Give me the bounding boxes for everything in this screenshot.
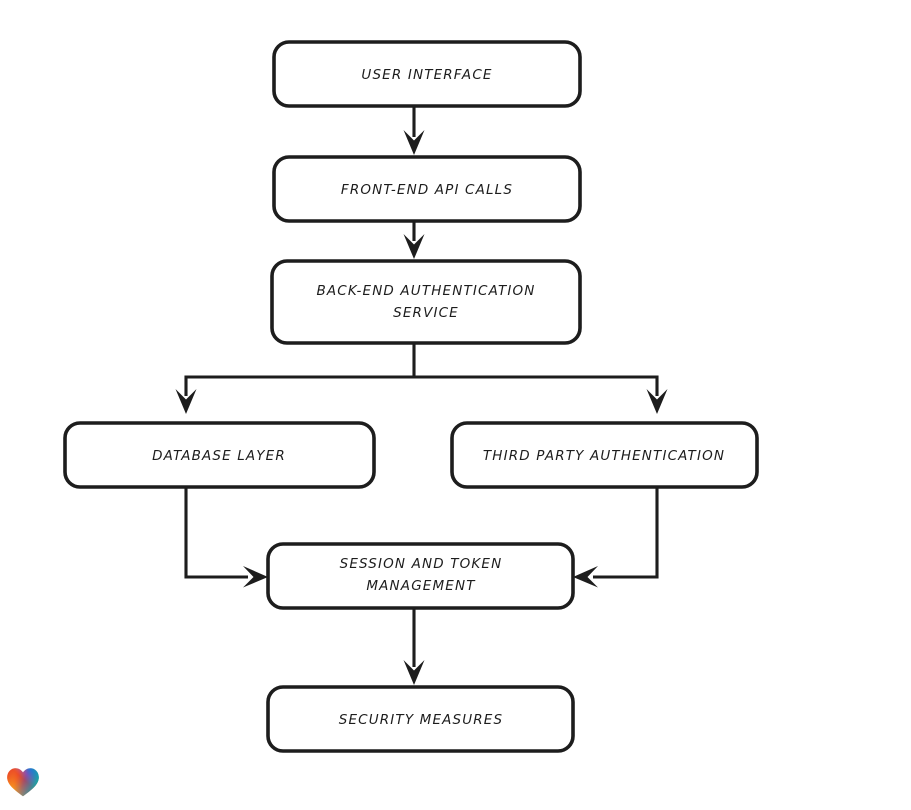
node-back-end-authentication-service[interactable]: BACK-END AUTHENTICATION SERVICE	[270, 259, 582, 345]
node-third-party-authentication[interactable]: THIRD PARTY AUTHENTICATION	[450, 421, 759, 489]
node-label-third-party-authentication: THIRD PARTY AUTHENTICATION	[483, 448, 725, 464]
node-box-front-end-api-calls[interactable]	[272, 155, 582, 223]
node-box-security-measures[interactable]	[266, 685, 575, 753]
node-label-database-layer: DATABASE LAYER	[152, 448, 286, 464]
node-label-session-and-token-management-line1: SESSION AND TOKEN	[340, 556, 503, 572]
edge-ui-to-api	[403, 106, 425, 155]
node-label-back-end-authentication-service-line1: BACK-END AUTHENTICATION	[316, 283, 535, 299]
edge-session-to-security	[403, 608, 425, 685]
node-box-database-layer[interactable]	[63, 421, 376, 489]
edge-api-to-backend	[403, 221, 425, 259]
heart-icon	[7, 768, 39, 797]
edge-database-to-session	[184, 487, 268, 588]
edge-thirdparty-to-session	[573, 487, 659, 588]
node-database-layer[interactable]: DATABASE LAYER	[63, 421, 376, 489]
node-label-security-measures: SECURITY MEASURES	[339, 712, 503, 728]
node-session-and-token-management[interactable]: SESSION AND TOKEN MANAGEMENT	[266, 542, 575, 610]
node-box-third-party-authentication[interactable]	[450, 421, 759, 489]
node-box-back-end-authentication-service[interactable]	[270, 259, 582, 345]
node-box-session-and-token-management[interactable]	[266, 542, 575, 610]
node-user-interface[interactable]: USER INTERFACE	[272, 40, 582, 108]
node-label-user-interface: USER INTERFACE	[361, 67, 492, 83]
node-label-front-end-api-calls: FRONT-END API CALLS	[341, 182, 513, 198]
node-label-session-and-token-management-line2: MANAGEMENT	[366, 578, 476, 594]
edge-backend-to-database	[175, 343, 416, 414]
node-security-measures[interactable]: SECURITY MEASURES	[266, 685, 575, 753]
edge-backend-to-thirdparty	[414, 375, 668, 414]
node-label-back-end-authentication-service-line2: SERVICE	[393, 305, 459, 321]
node-front-end-api-calls[interactable]: FRONT-END API CALLS	[272, 155, 582, 223]
node-box-user-interface[interactable]	[272, 40, 582, 108]
